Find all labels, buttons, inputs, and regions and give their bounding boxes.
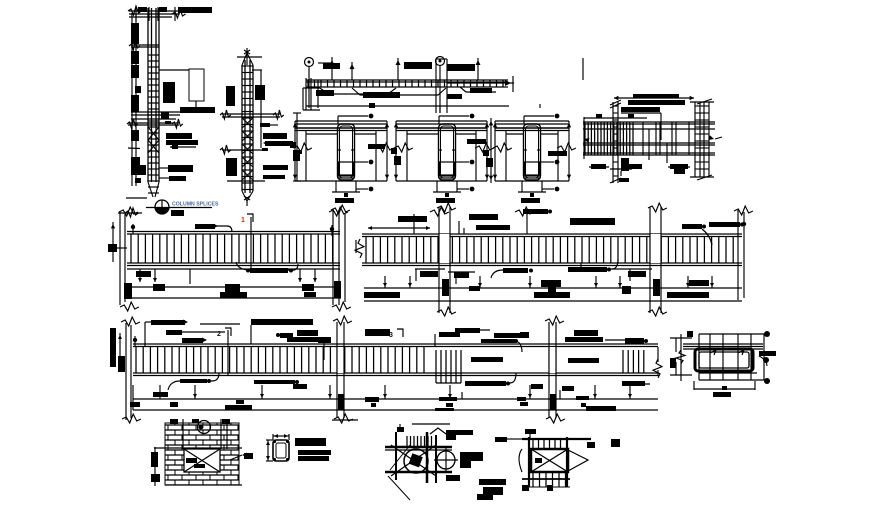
svg-text:3: 3: [389, 332, 393, 339]
svg-text:1: 1: [241, 217, 245, 224]
svg-text:COLUMN SPLICES: COLUMN SPLICES: [172, 202, 219, 208]
svg-text:2: 2: [217, 331, 221, 338]
